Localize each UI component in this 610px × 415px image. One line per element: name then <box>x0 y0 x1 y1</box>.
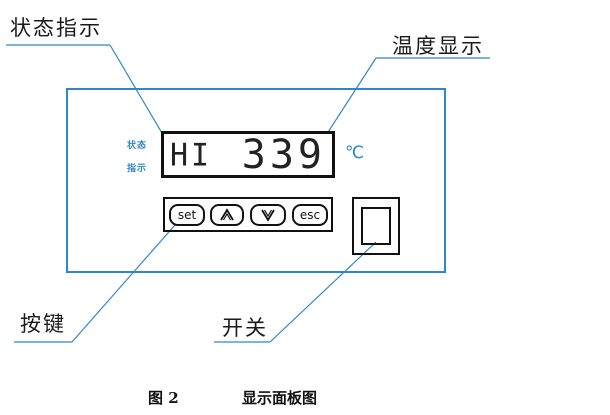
up-arrow-icon <box>220 208 234 221</box>
power-switch[interactable] <box>352 197 400 255</box>
buttons-callout: 按键 <box>20 312 66 336</box>
figure-title: 显示面板图 <box>242 389 318 407</box>
esc-button[interactable]: esc <box>292 204 328 226</box>
front-panel <box>66 88 446 273</box>
status-indicator-callout: 状态指示 <box>10 16 102 40</box>
status-label-line1: 状态 <box>127 141 148 151</box>
keypad: set esc <box>163 197 333 232</box>
set-button[interactable]: set <box>169 204 205 226</box>
figure-number: 图 2 <box>148 389 179 407</box>
lcd-status-text: HI <box>170 137 213 174</box>
temperature-unit: ℃ <box>345 143 365 163</box>
lcd-display: HI 339 <box>161 131 335 178</box>
switch-callout: 开关 <box>222 316 268 340</box>
temperature-display-callout: 温度显示 <box>392 34 484 58</box>
down-button[interactable] <box>250 204 286 226</box>
power-switch-rocker[interactable] <box>361 207 391 245</box>
down-arrow-icon <box>261 209 275 222</box>
up-button[interactable] <box>210 204 244 226</box>
lcd-temperature-value: 339 <box>241 132 326 178</box>
status-label-line2: 指示 <box>127 164 148 174</box>
